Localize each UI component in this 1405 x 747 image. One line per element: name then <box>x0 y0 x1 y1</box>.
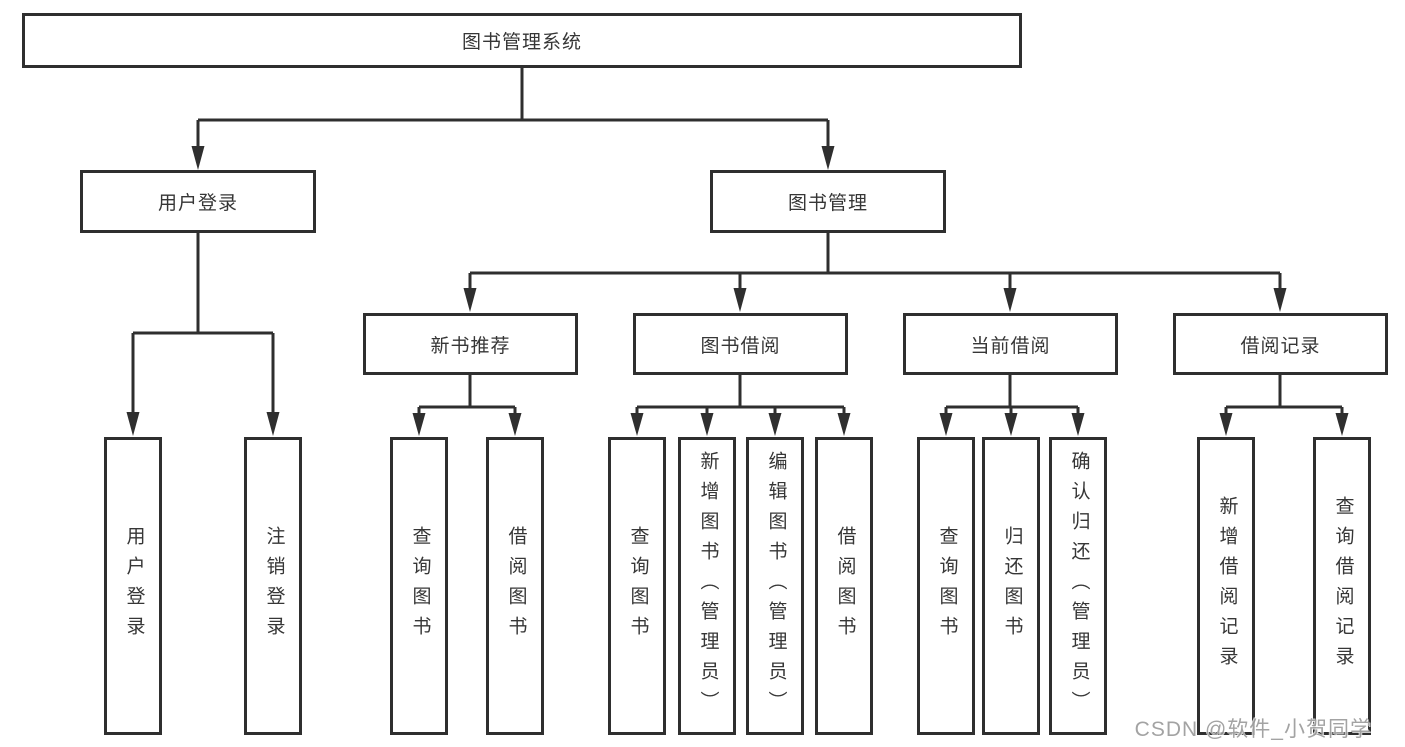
leaf-cb-return-books: 归还图书 <box>982 437 1040 735</box>
leaf-label: 注销登录 <box>263 526 285 646</box>
leaf-label: 编辑图书（管理员） <box>765 451 787 721</box>
leaf-label: 归还图书 <box>1001 526 1023 646</box>
leaf-label: 新增借阅记录 <box>1216 496 1238 676</box>
arrowhead <box>1219 413 1233 436</box>
leaf-label: 借阅图书 <box>505 526 527 646</box>
leaf-label: 查询借阅记录 <box>1332 496 1354 676</box>
arrowhead <box>700 413 714 436</box>
leaf-cb-query-books: 查询图书 <box>917 437 975 735</box>
node-book-borrow: 图书借阅 <box>633 313 848 375</box>
node-new-book-recommend: 新书推荐 <box>363 313 578 375</box>
leaf-bb-query-books: 查询图书 <box>608 437 666 735</box>
leaf-label: 查询图书 <box>409 526 431 646</box>
arrowhead <box>191 146 205 170</box>
leaf-bb-borrow-books: 借阅图书 <box>815 437 873 735</box>
leaf-br-query-record: 查询借阅记录 <box>1313 437 1371 735</box>
csdn-watermark: CSDN @软件_小贺同学 <box>1134 718 1372 741</box>
arrowhead <box>508 413 522 436</box>
leaf-bb-edit-book-admin: 编辑图书（管理员） <box>746 437 804 735</box>
leaf-user-login: 用户登录 <box>104 437 162 735</box>
node-borrow-records: 借阅记录 <box>1173 313 1388 375</box>
arrowhead <box>939 413 953 436</box>
leaf-label: 查询图书 <box>936 526 958 646</box>
connector-user-login-group <box>131 233 275 414</box>
connector-current-borrow-group <box>944 375 1080 415</box>
arrowhead <box>1003 288 1017 312</box>
node-book-management: 图书管理 <box>710 170 946 233</box>
leaf-label: 借阅图书 <box>834 526 856 646</box>
arrowhead <box>463 288 477 312</box>
node-library-system: 图书管理系统 <box>22 13 1022 68</box>
leaf-label: 新增图书（管理员） <box>697 451 719 721</box>
arrowhead <box>412 413 426 436</box>
leaf-nbr-query-books: 查询图书 <box>390 437 448 735</box>
arrowhead <box>1071 413 1085 436</box>
arrowhead <box>1273 288 1287 312</box>
connector-book-mgmt-to-level3 <box>468 233 1282 290</box>
node-current-borrow: 当前借阅 <box>903 313 1118 375</box>
arrowhead <box>1004 413 1018 436</box>
leaf-br-add-record: 新增借阅记录 <box>1197 437 1255 735</box>
connector-book-borrow-group <box>635 375 846 415</box>
connector-new-book-group <box>417 375 517 415</box>
arrowhead <box>821 146 835 170</box>
arrowhead <box>733 288 747 312</box>
arrowhead <box>126 412 140 436</box>
arrowhead <box>630 413 644 436</box>
connector-root-to-level2 <box>196 68 830 148</box>
leaf-nbr-borrow-books: 借阅图书 <box>486 437 544 735</box>
node-user-login: 用户登录 <box>80 170 316 233</box>
leaf-label: 确认归还（管理员） <box>1068 451 1090 721</box>
connector-borrow-records-group <box>1224 375 1344 415</box>
leaf-bb-add-book-admin: 新增图书（管理员） <box>678 437 736 735</box>
arrowhead <box>1335 413 1349 436</box>
leaf-label: 查询图书 <box>627 526 649 646</box>
arrowhead <box>266 412 280 436</box>
arrowhead <box>837 413 851 436</box>
leaf-cb-confirm-return-admin: 确认归还（管理员） <box>1049 437 1107 735</box>
leaf-label: 用户登录 <box>123 526 145 646</box>
leaf-logout: 注销登录 <box>244 437 302 735</box>
arrowhead <box>768 413 782 436</box>
